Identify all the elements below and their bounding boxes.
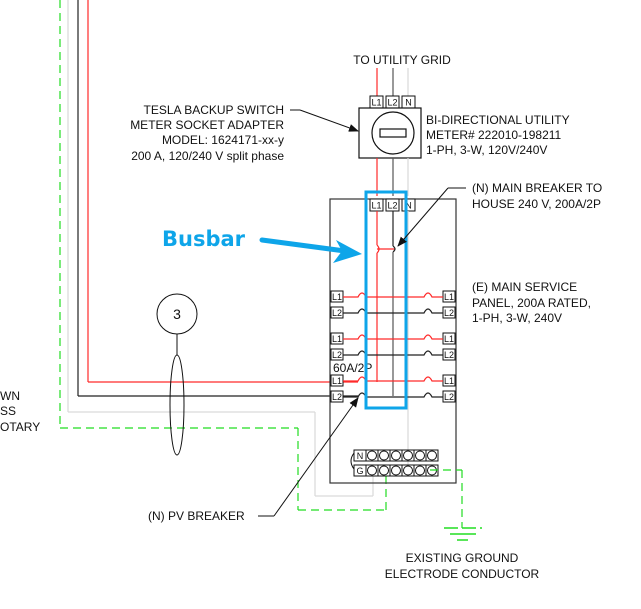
main-breaker-label: (N) MAIN BREAKER TO HOUSE 240 V, 200A/2P — [397, 181, 602, 247]
svg-text:(E) MAIN SERVICE: (E) MAIN SERVICE — [472, 280, 577, 294]
breaker-wire-left — [343, 376, 377, 382]
terminal-screw-icon — [403, 465, 413, 476]
terminal-screw-icon — [379, 465, 389, 476]
breaker-wire-right — [377, 292, 443, 298]
ground-electrode: EXISTING GROUND ELECTRODE CONDUCTOR — [385, 469, 540, 581]
svg-text:Busbar: Busbar — [162, 227, 246, 251]
breaker-terminal-label: L1 — [444, 334, 454, 344]
breaker-row: L2 L2 — [330, 390, 456, 403]
breaker-wire-right — [377, 334, 443, 340]
neutral-ground-bars: N G — [350, 449, 439, 477]
svg-text:ELECTRODE CONDUCTOR: ELECTRODE CONDUCTOR — [385, 567, 540, 581]
svg-text:(N) MAIN BREAKER TO: (N) MAIN BREAKER TO — [472, 181, 602, 195]
svg-text:EXISTING GROUND: EXISTING GROUND — [406, 551, 519, 565]
svg-text:1-PH, 3-W, 240V: 1-PH, 3-W, 240V — [472, 311, 562, 325]
breaker-terminal-label: L1 — [332, 376, 342, 386]
svg-text:METER SOCKET ADAPTER: METER SOCKET ADAPTER — [130, 118, 284, 132]
busbar-callout: Busbar — [162, 227, 362, 263]
busbar-arrow-icon — [333, 240, 362, 263]
breaker-wire-right — [377, 376, 443, 382]
svg-text:WN: WN — [0, 389, 20, 403]
breaker-terminal-label: L2 — [332, 392, 342, 402]
breaker-wire-right — [393, 392, 443, 398]
svg-text:L1: L1 — [371, 98, 381, 108]
conduit-bundle-ellipse — [169, 354, 185, 456]
svg-text:N: N — [405, 98, 412, 108]
svg-text:N: N — [357, 451, 364, 461]
svg-text:OTARY: OTARY — [0, 420, 40, 434]
svg-text:200 A, 120/240 V split phase: 200 A, 120/240 V split phase — [131, 149, 284, 163]
breaker-wire-right — [393, 350, 443, 356]
breaker-terminal-label: L1 — [444, 376, 454, 386]
terminal-screw-icon — [403, 450, 413, 461]
utility-meter-label: BI-DIRECTIONAL UTILITY METER# 222010-198… — [426, 113, 570, 157]
svg-text:BI-DIRECTIONAL UTILITY: BI-DIRECTIONAL UTILITY — [426, 113, 570, 127]
terminal-screw-icon — [415, 450, 425, 461]
svg-text:L2: L2 — [387, 201, 397, 211]
svg-text:HOUSE 240 V, 200A/2P: HOUSE 240 V, 200A/2P — [472, 197, 601, 211]
main-service-panel: L1 L2 N — [329, 198, 457, 484]
terminal-screw-icon — [379, 450, 389, 461]
terminal-screw-icon — [367, 465, 377, 476]
terminal-screw-icon — [367, 450, 377, 461]
breaker-terminal-label: L1 — [332, 334, 342, 344]
svg-text:N: N — [405, 201, 412, 211]
svg-text:TESLA BACKUP SWITCH: TESLA BACKUP SWITCH — [144, 103, 284, 117]
breaker-terminal-label: L2 — [444, 308, 454, 318]
pv-breaker-label: (N) PV BREAKER — [148, 397, 359, 523]
terminal-screw-icon — [391, 465, 401, 476]
svg-text:MODEL: 1624171-xx-y: MODEL: 1624171-xx-y — [162, 133, 284, 147]
breaker-terminal-label: L1 — [444, 292, 454, 302]
breaker-row: L2 L2 — [330, 348, 456, 361]
utility-service-drop: TO UTILITY GRID — [353, 53, 451, 96]
utility-meter: L1 L2 N — [358, 95, 422, 196]
breaker-terminal-label: L2 — [444, 350, 454, 360]
breaker-row: L1 L1 — [330, 290, 456, 303]
svg-text:G: G — [356, 466, 363, 476]
conduit-tag: 3 — [156, 293, 198, 456]
svg-text:SS: SS — [0, 404, 16, 418]
breaker-terminal-label: L2 — [332, 308, 342, 318]
breaker-wire-left — [343, 308, 393, 314]
svg-text:TO UTILITY GRID: TO UTILITY GRID — [353, 53, 451, 67]
svg-text:PANEL, 200A RATED,: PANEL, 200A RATED, — [472, 296, 591, 310]
terminal-screw-icon — [391, 450, 401, 461]
meter-adapter-label: TESLA BACKUP SWITCH METER SOCKET ADAPTER… — [130, 103, 359, 163]
svg-text:1-PH, 3-W, 120V/240V: 1-PH, 3-W, 120V/240V — [426, 143, 547, 157]
breaker-wire-left — [343, 334, 377, 340]
svg-text:(N) PV BREAKER: (N) PV BREAKER — [148, 509, 245, 523]
svg-text:L1: L1 — [371, 201, 381, 211]
svg-text:METER# 222010-198211: METER# 222010-198211 — [426, 128, 562, 142]
conduit-tag-number: 3 — [173, 306, 181, 322]
breaker-terminal-label: L2 — [332, 350, 342, 360]
busbar-highlight-box — [364, 190, 408, 410]
breaker-wire-left — [343, 392, 393, 398]
main-panel-label: (E) MAIN SERVICE PANEL, 200A RATED, 1-PH… — [472, 280, 591, 325]
breaker-wire-right — [393, 308, 443, 314]
feeder-conductors — [59, 0, 387, 511]
breaker-wire-left — [343, 350, 393, 356]
breaker-terminal-label: L1 — [332, 292, 342, 302]
breaker-terminal-label: L2 — [444, 392, 454, 402]
terminal-screw-icon — [415, 465, 425, 476]
pv-breaker-rating: 60A/2P — [333, 361, 372, 375]
svg-text:L2: L2 — [387, 98, 397, 108]
breaker-wire-left — [343, 292, 377, 298]
left-cut-text: WN SS OTARY — [0, 389, 40, 434]
terminal-screw-icon — [427, 450, 437, 461]
